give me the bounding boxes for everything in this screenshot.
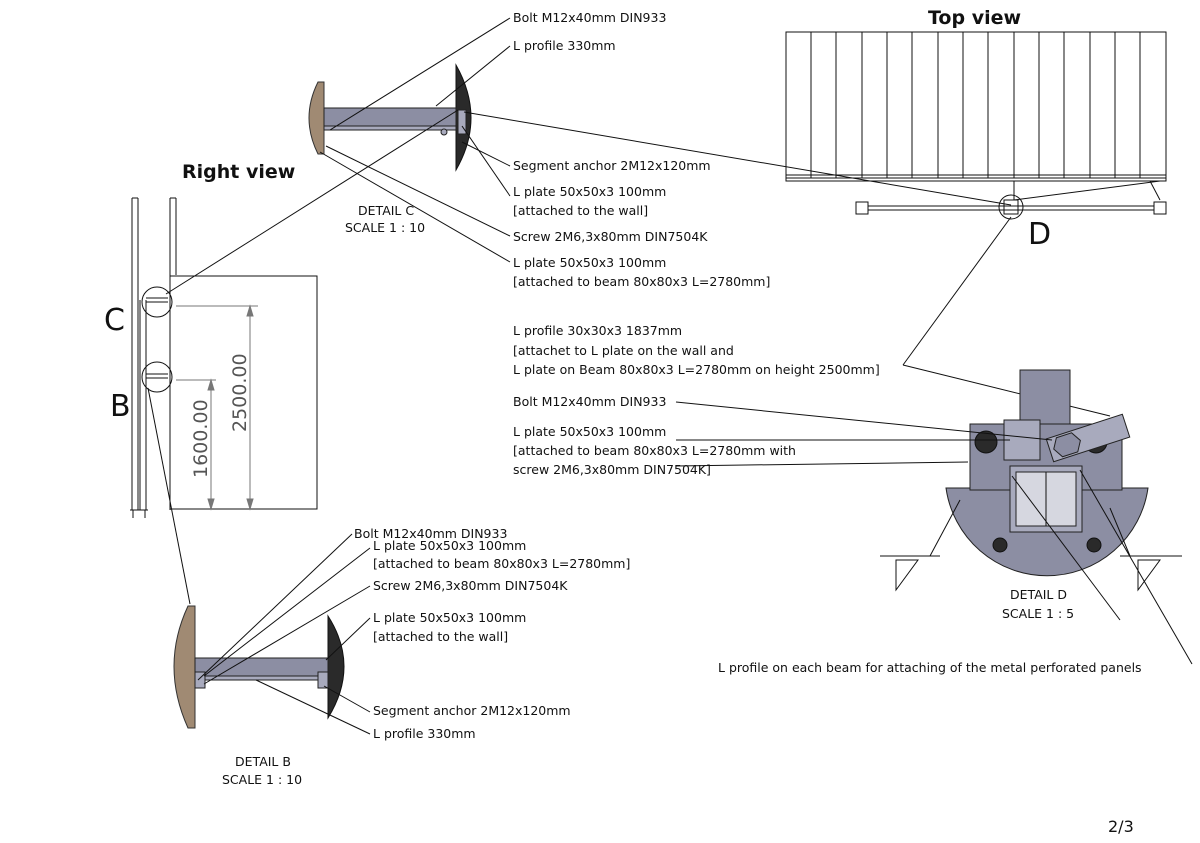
detail-c-l-plate-wall-note: [attached to the wall]	[513, 203, 648, 218]
detail-d-l-profile-label: L profile 30x30x3 1837mm	[513, 323, 682, 338]
detail-c-scale: SCALE 1 : 10	[345, 220, 425, 235]
detail-c-l-profile-label: L profile 330mm	[513, 38, 616, 53]
page-number: 2/3	[1108, 817, 1134, 836]
detail-b-anchor-plate	[327, 614, 345, 720]
detail-c-bolt	[440, 128, 448, 136]
detail-d-scale: SCALE 1 : 5	[1002, 606, 1074, 621]
detail-c-anchor-label: Segment anchor 2M12x120mm	[513, 158, 711, 173]
detail-c-wall	[308, 81, 325, 155]
detail-d-l-profile-note-2: L plate on Beam 80x80x3 L=2780mm on heig…	[513, 362, 880, 377]
right-view: Right view 2500.00	[104, 161, 318, 518]
detail-d-perforated-label: L profile on each beam for attaching of …	[718, 660, 1142, 675]
top-view-title: Top view	[928, 7, 1021, 29]
right-view-posts	[130, 197, 177, 518]
detail-c-wall-plate	[457, 109, 467, 135]
detail-d: L profile 30x30x3 1837mm [attachet to L …	[513, 216, 1193, 675]
detail-d-hole-br	[1086, 537, 1102, 553]
detail-c-l-profile	[323, 107, 457, 129]
detail-d-l-profile	[1045, 413, 1131, 463]
top-view-panel	[785, 31, 1167, 179]
top-view-beam-strip	[785, 174, 1167, 182]
detail-d-leaders	[675, 401, 1193, 665]
detail-d-title: DETAIL D	[1010, 587, 1067, 602]
detail-d-hole-left	[974, 430, 998, 454]
detail-b-wall	[173, 605, 196, 729]
detail-b-leaders	[197, 533, 371, 735]
detail-d-l-plate-note-1: [attached to beam 80x80x3 L=2780mm with	[513, 443, 796, 458]
detail-d-l-plate-label: L plate 50x50x3 100mm	[513, 424, 666, 439]
detail-b: Bolt M12x40mm DIN933 L plate 50x50x3 100…	[173, 526, 630, 787]
marker-b: B	[110, 389, 131, 424]
dimension-lines	[176, 304, 258, 511]
detail-d-bolt-label: Bolt M12x40mm DIN933	[513, 394, 666, 409]
detail-d-post	[1019, 369, 1071, 427]
detail-b-l-plate-beam-label: L plate 50x50x3 100mm	[373, 538, 526, 553]
detail-b-title: DETAIL B	[235, 754, 291, 769]
dimension-2500: 2500.00	[229, 353, 251, 432]
detail-d-ground	[880, 499, 1182, 592]
connector-lines	[147, 109, 1012, 605]
detail-c-circle	[141, 286, 173, 318]
detail-d-hole-bl	[992, 537, 1008, 553]
detail-c-l-plate-beam-label: L plate 50x50x3 100mm	[513, 255, 666, 270]
top-view-bracing	[855, 180, 1167, 220]
detail-c-title: DETAIL C	[358, 203, 414, 218]
detail-c: Bolt M12x40mm DIN933 L profile 330mm Seg…	[308, 10, 770, 289]
detail-c-leaders	[319, 17, 511, 263]
detail-b-bolt-label: Bolt M12x40mm DIN933	[354, 526, 507, 541]
detail-b-l-plate-wall-note: [attached to the wall]	[373, 629, 508, 644]
detail-b-l-plate-beam-note: [attached to beam 80x80x3 L=2780mm]	[373, 556, 630, 571]
detail-c-bolt-label: Bolt M12x40mm DIN933	[513, 10, 666, 25]
detail-b-screw-label: Screw 2M6,3x80mm DIN7504K	[373, 578, 568, 593]
detail-c-screw-label: Screw 2M6,3x80mm DIN7504K	[513, 229, 708, 244]
detail-b-anchor-label: Segment anchor 2M12x120mm	[373, 703, 571, 718]
detail-d-leader-from-top	[902, 216, 1111, 417]
detail-b-circle	[141, 361, 173, 393]
right-view-brackets	[146, 297, 168, 379]
detail-b-wall-plate	[317, 671, 329, 689]
detail-c-l-plate-wall-label: L plate 50x50x3 100mm	[513, 184, 666, 199]
top-view: Top view	[785, 7, 1167, 252]
detail-b-l-plate-wall-label: L plate 50x50x3 100mm	[373, 610, 526, 625]
right-view-wall	[169, 275, 318, 510]
detail-b-l-profile-label: L profile 330mm	[373, 726, 476, 741]
right-view-title: Right view	[182, 161, 295, 183]
detail-b-beam-plate	[194, 671, 206, 689]
marker-d: D	[1028, 217, 1051, 252]
marker-c: C	[104, 303, 125, 338]
dimension-1600: 1600.00	[190, 399, 212, 478]
top-view-panel-slats	[810, 32, 1141, 178]
detail-c-profile-flange	[323, 125, 457, 131]
detail-b-scale: SCALE 1 : 10	[222, 772, 302, 787]
detail-d-l-profile-note-1: [attachet to L plate on the wall and	[513, 343, 734, 358]
detail-c-l-plate-beam-note: [attached to beam 80x80x3 L=2780mm]	[513, 274, 770, 289]
detail-d-l-plate-note-2: screw 2M6,3x80mm DIN7504K]	[513, 462, 711, 477]
